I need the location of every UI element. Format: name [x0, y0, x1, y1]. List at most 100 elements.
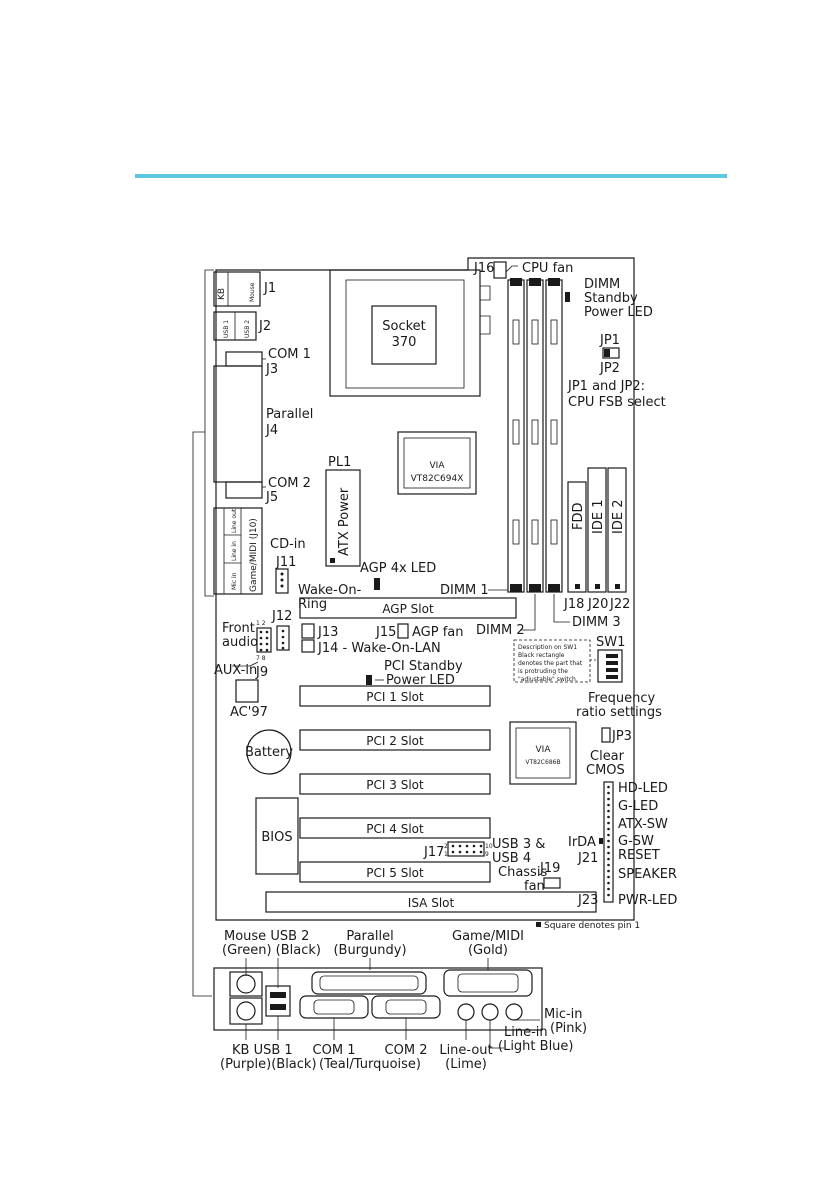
game-midi-j10-label: Game/MIDI (J10)	[249, 518, 259, 592]
agp-4x-led	[374, 578, 380, 590]
northbridge-chip	[397, 431, 477, 495]
cd-in-header	[275, 568, 289, 594]
left-bracket-line	[192, 269, 214, 997]
rear-mouse-usb2-color: (Green) (Black)	[222, 943, 321, 958]
j1-label: J1	[263, 281, 276, 296]
pci-slot-4-label: PCI 4 Slot	[366, 822, 424, 836]
com1-label: COM 1	[268, 347, 311, 362]
rear-kb-usb1-color: (Purple)(Black)	[220, 1057, 317, 1072]
dimm2-label: DIMM 2	[476, 623, 525, 638]
socket-label: Socket	[382, 319, 426, 334]
rear-mic-in-label: Mic-in	[544, 1007, 583, 1022]
pci-slot-4	[299, 817, 491, 839]
usb1-port-label: USB 1	[223, 320, 230, 338]
j4-label: J4	[265, 423, 278, 438]
agp-fan-label: AGP fan	[412, 625, 464, 640]
j14-wol-label: J14 - Wake-On-LAN	[317, 641, 441, 656]
sw1-note-line-1: Description on SW1	[518, 644, 577, 651]
parallel-label: Parallel	[266, 407, 313, 422]
northbridge-model: VT82C694X	[411, 474, 464, 484]
bios-label: BIOS	[261, 830, 292, 845]
pci-standby-label-1: PCI Standby	[384, 659, 463, 674]
pci-slot-1	[299, 685, 491, 707]
com2-label: COM 2	[268, 476, 311, 491]
jp1-jumper	[602, 347, 620, 359]
southbridge-vendor: VIA	[536, 745, 552, 755]
freq-ratio-label-1: Frequency	[588, 691, 655, 706]
j16-label: J16	[473, 261, 494, 276]
usb34-label-2: USB 4	[492, 851, 531, 866]
battery-label: Battery	[245, 745, 293, 760]
rear-game-label: Game/MIDI	[452, 929, 524, 944]
j9-pin-label-top: 1 2	[256, 620, 266, 627]
fp-g-led: G-LED	[618, 799, 658, 814]
jp3-jumper	[601, 727, 611, 743]
pci-slot-2	[299, 729, 491, 751]
rear-line-in-color: (Light Blue)	[498, 1039, 574, 1054]
audio-stack-connector	[213, 507, 263, 595]
sw1-note-line-2: Black rectangle	[518, 652, 565, 659]
j18-label: J18	[563, 597, 584, 612]
socket-number: 370	[392, 335, 417, 350]
audio-line-in-label: Line in	[231, 541, 238, 561]
j15-agp-fan-header	[397, 623, 409, 639]
j17-pin-2: 2	[444, 843, 448, 850]
bios-chip	[255, 797, 299, 875]
jp1-jp2-label-1: JP1 and JP2:	[567, 379, 645, 394]
j12-label: J12	[271, 609, 292, 624]
jp2-label: JP2	[599, 361, 620, 376]
fp-atx-sw: ATX-SW	[618, 817, 668, 832]
dimm-standby-label-1: DIMM	[584, 277, 620, 292]
j9-front-audio-header	[256, 627, 272, 653]
j17-pin-10: 10	[485, 843, 493, 850]
dimm3-label: DIMM 3	[572, 615, 621, 630]
pci-standby-led	[366, 675, 372, 685]
agp-slot-label: AGP Slot	[382, 602, 434, 616]
audio-mic-in-label: Mic in	[231, 572, 238, 590]
jp1-jp2-label-2: CPU FSB select	[568, 395, 666, 410]
southbridge-chip	[509, 721, 577, 785]
j17-pin-9: 9	[485, 851, 489, 858]
ps2-kb-port	[229, 997, 263, 1025]
mic-in-jack	[505, 1003, 523, 1021]
j22-label: J22	[609, 597, 630, 612]
chassis-fan-label-1: Chassis	[498, 865, 547, 880]
pci-slot-2-label: PCI 2 Slot	[366, 734, 424, 748]
pci-slot-3-label: PCI 3 Slot	[366, 778, 424, 792]
isa-slot	[265, 891, 597, 913]
pci-slot-3	[299, 773, 491, 795]
j16-cpu-fan-header	[493, 261, 507, 279]
dimm-slot-2	[526, 278, 544, 593]
clear-cmos-label-1: Clear	[590, 749, 625, 764]
rear-game-color: (Gold)	[468, 943, 508, 958]
com1-connector	[225, 351, 263, 367]
sw1-note-line-3: denotes the part that	[518, 660, 583, 667]
ide1-connector	[587, 467, 607, 593]
ac97-label: AC'97	[230, 705, 268, 720]
fp-reset: RESET	[618, 848, 660, 863]
parallel-connector	[213, 365, 263, 483]
dimm-slot-1	[507, 278, 525, 593]
mouse-label: Mouse	[249, 282, 256, 302]
kb-mouse-connector	[213, 271, 261, 307]
clear-cmos-label-2: CMOS	[586, 763, 625, 778]
rear-mouse-usb2-label: Mouse USB 2	[224, 929, 309, 944]
sw1-dip-switch	[597, 649, 623, 683]
front-audio-label-2: audio	[222, 635, 258, 650]
j17-pin-1: 1	[444, 851, 448, 858]
ide1-label: IDE 1	[591, 500, 606, 534]
j5-label: J5	[265, 490, 278, 505]
j19-chassis-fan-header	[543, 877, 561, 889]
rear-kb-usb1-label: KB USB 1	[232, 1043, 293, 1058]
ide2-label: IDE 2	[611, 500, 626, 534]
j17-usb-header	[447, 841, 485, 857]
j23-label: J23	[577, 893, 598, 908]
fdd-connector	[567, 481, 587, 593]
cd-in-label: CD-in	[270, 537, 306, 552]
chassis-fan-label-2: fan	[524, 879, 545, 894]
fp-speaker: SPEAKER	[618, 867, 677, 882]
usb-ports-rear	[265, 985, 291, 1017]
j17-label: J17	[423, 845, 444, 860]
